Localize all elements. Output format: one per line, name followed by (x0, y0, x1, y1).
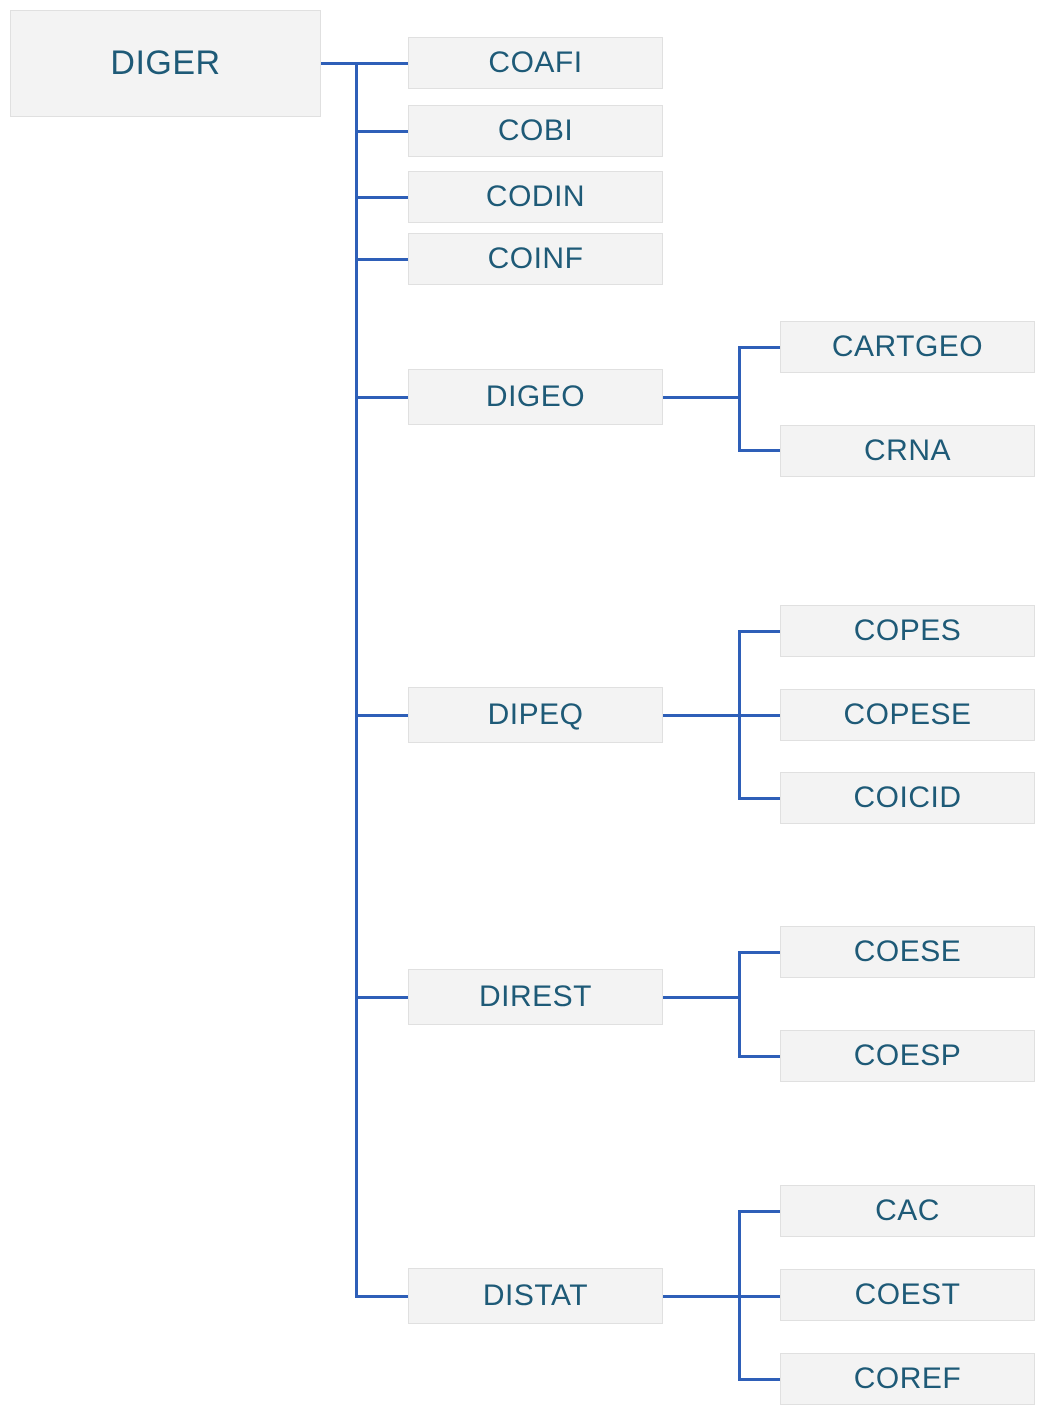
connector-direst-spine (738, 951, 741, 1055)
node-coicid[interactable]: COICID (780, 772, 1035, 824)
connector-trunk-to-distat (355, 1295, 410, 1298)
node-coesp[interactable]: COESP (780, 1030, 1035, 1082)
node-dipeq[interactable]: DIPEQ (408, 687, 663, 743)
connector-direst-out (661, 996, 741, 999)
connector-distat-out (661, 1295, 741, 1298)
node-coref[interactable]: COREF (780, 1353, 1035, 1405)
node-coest[interactable]: COEST (780, 1269, 1035, 1321)
connector-direst-to-coesp (738, 1055, 782, 1058)
connector-trunk-to-digeo (355, 396, 410, 399)
connector-trunk-to-cobi (355, 130, 410, 133)
connector-dipeq-to-coicid (738, 797, 782, 800)
connector-digeo-out (661, 396, 741, 399)
node-diger[interactable]: DIGER (10, 10, 321, 117)
node-coinf[interactable]: COINF (408, 233, 663, 285)
node-copes[interactable]: COPES (780, 605, 1035, 657)
node-crna[interactable]: CRNA (780, 425, 1035, 477)
connector-trunk-to-coinf (355, 258, 410, 261)
connector-dipeq-out (661, 714, 741, 717)
connector-trunk-to-coafi (355, 62, 410, 65)
connector-digeo-to-cartgeo (738, 346, 782, 349)
connector-direst-to-coese (738, 951, 782, 954)
connector-digeo-spine (738, 346, 741, 452)
connector-distat-to-coest (738, 1295, 782, 1298)
connector-trunk-to-dipeq (355, 714, 410, 717)
connector-main-trunk (355, 62, 358, 1298)
connector-digeo-to-crna (738, 449, 782, 452)
node-cartgeo[interactable]: CARTGEO (780, 321, 1035, 373)
connector-trunk-to-direst (355, 996, 410, 999)
connector-distat-spine (738, 1210, 741, 1379)
connector-dipeq-to-copese (738, 714, 782, 717)
node-coafi[interactable]: COAFI (408, 37, 663, 89)
node-codin[interactable]: CODIN (408, 171, 663, 223)
connector-root-stub (321, 62, 358, 65)
node-distat[interactable]: DISTAT (408, 1268, 663, 1324)
connector-distat-to-cac (738, 1210, 782, 1213)
node-cac[interactable]: CAC (780, 1185, 1035, 1237)
node-digeo[interactable]: DIGEO (408, 369, 663, 425)
connector-trunk-to-codin (355, 196, 410, 199)
connector-distat-to-coref (738, 1378, 782, 1381)
connector-dipeq-to-copes (738, 630, 782, 633)
node-copese[interactable]: COPESE (780, 689, 1035, 741)
node-cobi[interactable]: COBI (408, 105, 663, 157)
node-coese[interactable]: COESE (780, 926, 1035, 978)
node-direst[interactable]: DIREST (408, 969, 663, 1025)
